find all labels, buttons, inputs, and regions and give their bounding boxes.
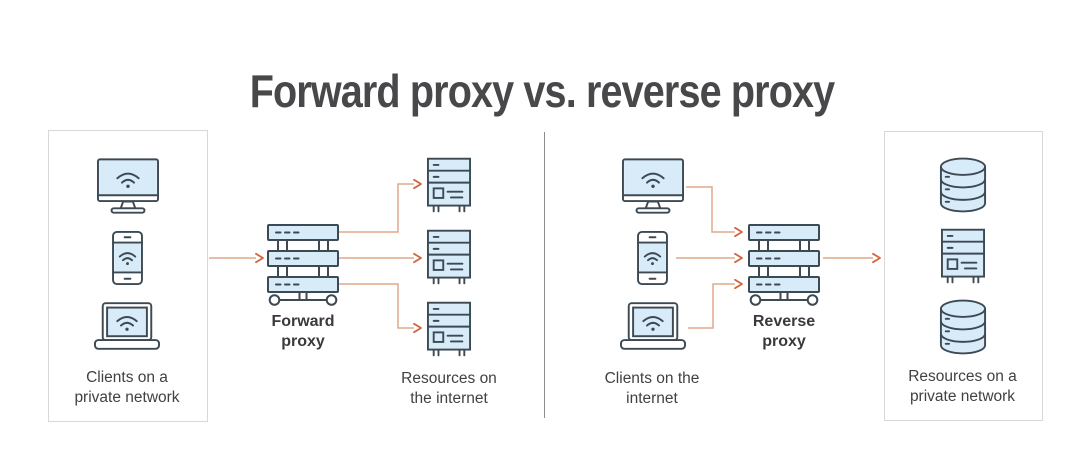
arrow-reverse-proxy-to-resources: [823, 252, 881, 264]
arrow-laptop-to-reverse-proxy: [688, 278, 743, 329]
database-icon: [939, 157, 987, 213]
arrow-phone-to-reverse-proxy: [676, 252, 743, 264]
laptop-wifi-icon: [620, 302, 686, 351]
internet-server-icon: [427, 229, 471, 286]
forward-clients-label: Clients on a private network: [74, 369, 180, 406]
desktop-wifi-icon: [97, 158, 159, 215]
arrow-forward-proxy-to-server-1: [339, 178, 422, 233]
arrow-desktop-to-reverse-proxy: [686, 186, 743, 238]
reverse-resources-label: Resources on a private network: [908, 368, 1017, 405]
smartphone-wifi-icon: [112, 231, 143, 285]
reverse-clients-label: Clients on the internet: [604, 370, 700, 407]
reverse-proxy-label: Reverse proxy: [752, 313, 816, 350]
arrow-forward-proxy-to-server-3: [339, 283, 422, 334]
reverse-proxy-server-rack-icon: [748, 224, 820, 308]
arrow-clients-to-forward-proxy: [209, 252, 264, 264]
internet-server-icon: [427, 157, 471, 214]
forward-resources-label: Resources on the internet: [401, 370, 497, 407]
desktop-wifi-icon: [622, 158, 684, 215]
center-divider: [544, 132, 545, 418]
page-title: Forward proxy vs. reverse proxy: [249, 64, 835, 117]
laptop-wifi-icon: [94, 302, 160, 351]
forward-proxy-server-rack-icon: [267, 224, 339, 308]
smartphone-wifi-icon: [637, 231, 668, 285]
database-icon: [939, 299, 987, 355]
internet-server-icon: [427, 301, 471, 358]
private-server-icon: [941, 228, 985, 285]
forward-proxy-label: Forward proxy: [271, 313, 335, 350]
arrow-forward-proxy-to-server-2: [339, 252, 422, 264]
